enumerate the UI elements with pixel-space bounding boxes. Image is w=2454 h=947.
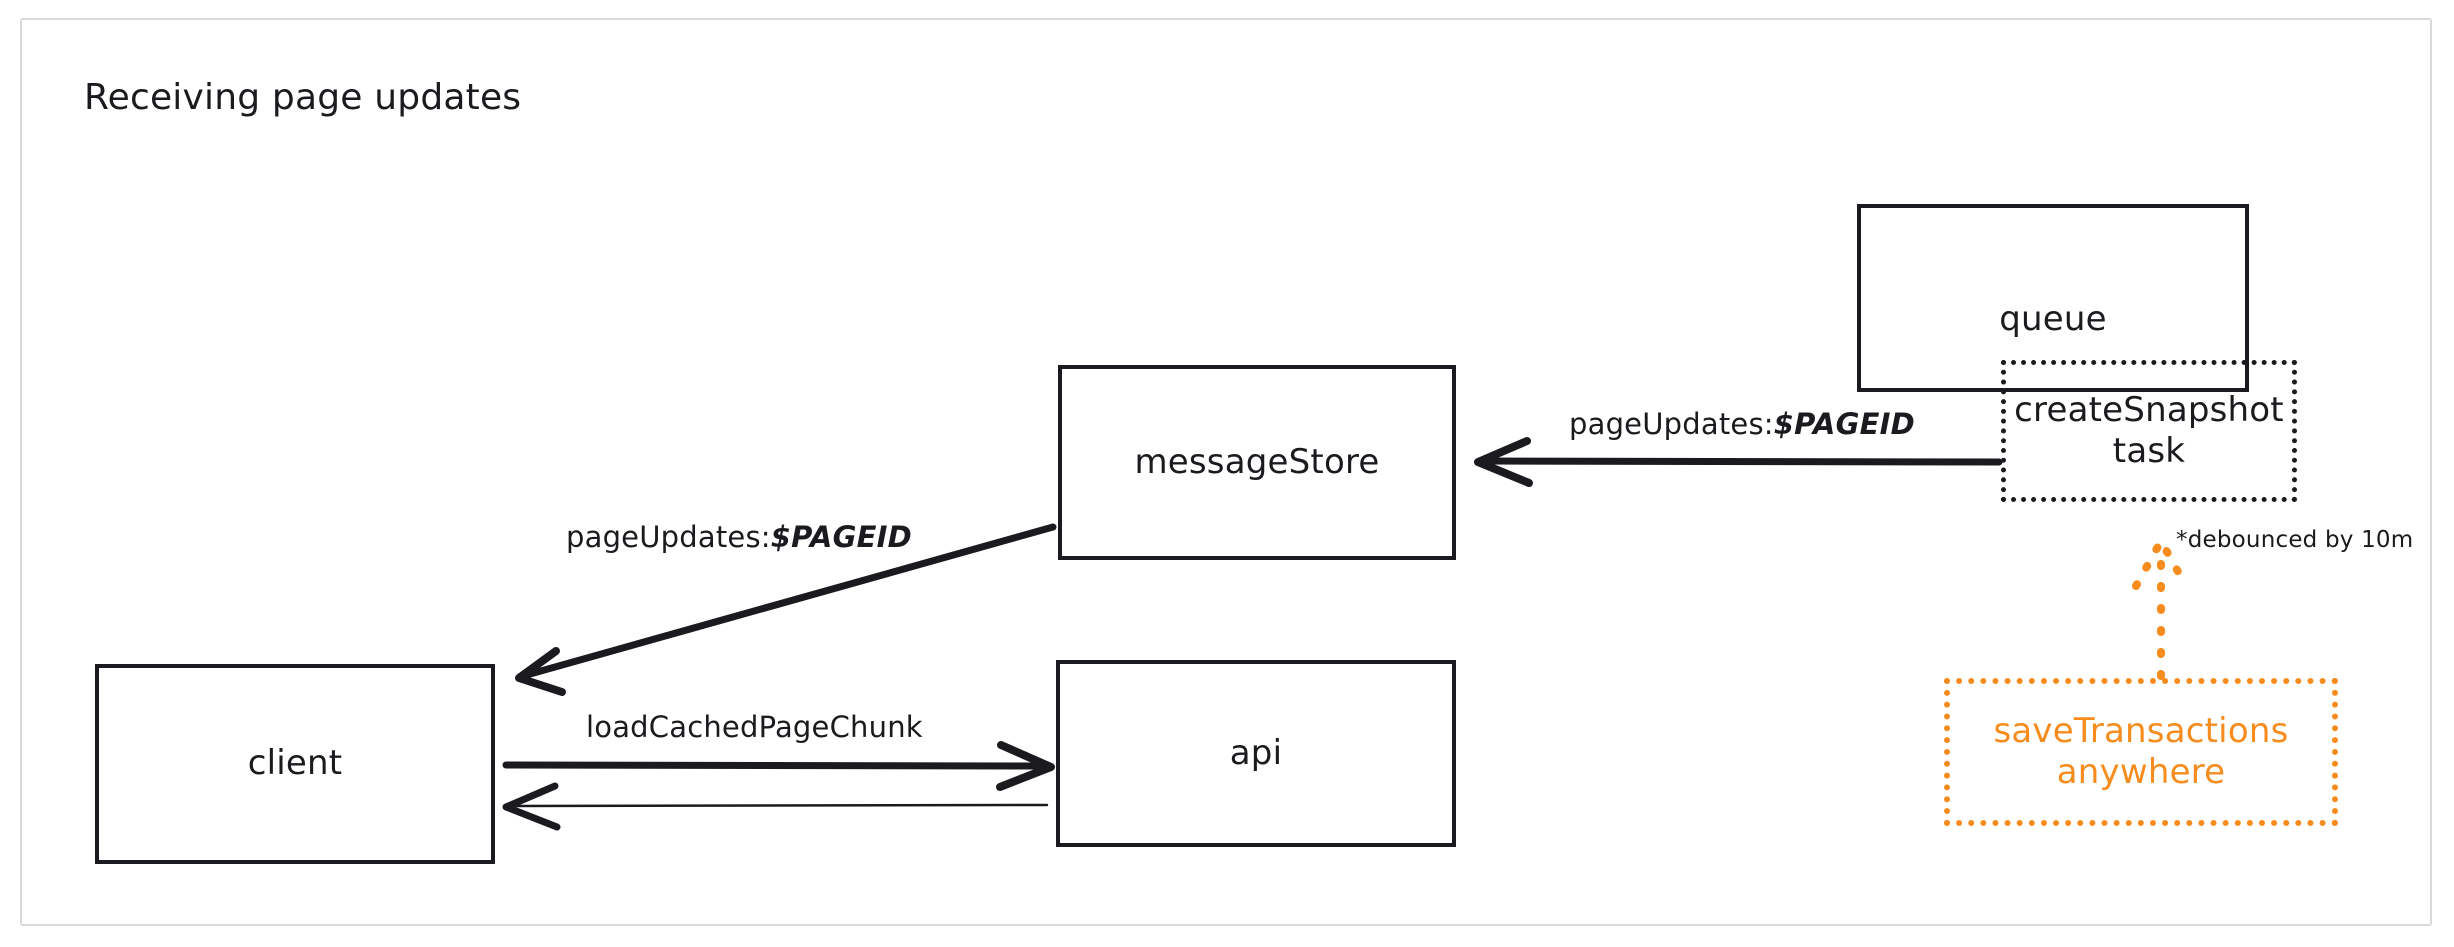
- debounce-annotation: *debounced by 10m: [2176, 527, 2414, 553]
- node-createsnapshot-task-label-line2: task: [2112, 431, 2186, 471]
- node-api[interactable]: api: [1056, 660, 1456, 847]
- node-messagestore-label: messageStore: [1134, 441, 1380, 482]
- diagram-frame: [20, 18, 2432, 926]
- node-savetransactions-anywhere-label: saveTransactions anywhere: [1993, 711, 2288, 794]
- edge-label-variable: $PAGEID: [1773, 407, 1915, 441]
- node-messagestore[interactable]: messageStore: [1058, 365, 1456, 560]
- node-createsnapshot-task-label: createSnapshot task: [2014, 390, 2284, 473]
- page-title: Receiving page updates: [84, 77, 522, 118]
- node-savetransactions-label-line1: saveTransactions: [1993, 710, 2289, 751]
- edge-label-prefix: pageUpdates:: [566, 520, 771, 554]
- node-createsnapshot-task-label-line1: createSnapshot: [2014, 389, 2284, 430]
- node-queue-label: queue: [1999, 298, 2107, 339]
- edge-label-messagestore-to-client: pageUpdates:$PAGEID: [566, 520, 912, 554]
- edge-label-variable: $PAGEID: [770, 520, 912, 554]
- node-client[interactable]: client: [95, 664, 495, 864]
- node-createsnapshot-task[interactable]: createSnapshot task: [2001, 360, 2297, 502]
- edge-label-prefix: pageUpdates:: [1569, 407, 1774, 441]
- edge-label-prefix: loadCachedPageChunk: [586, 710, 923, 744]
- node-client-label: client: [247, 743, 343, 784]
- node-api-label: api: [1229, 732, 1283, 773]
- edge-label-client-to-api: loadCachedPageChunk: [586, 710, 923, 744]
- node-queue[interactable]: queue: [1857, 204, 2249, 392]
- node-savetransactions-anywhere[interactable]: saveTransactions anywhere: [1944, 678, 2338, 826]
- node-savetransactions-label-line2: anywhere: [2056, 752, 2226, 792]
- edge-label-createsnapshot-to-messagestore: pageUpdates:$PAGEID: [1569, 407, 1915, 441]
